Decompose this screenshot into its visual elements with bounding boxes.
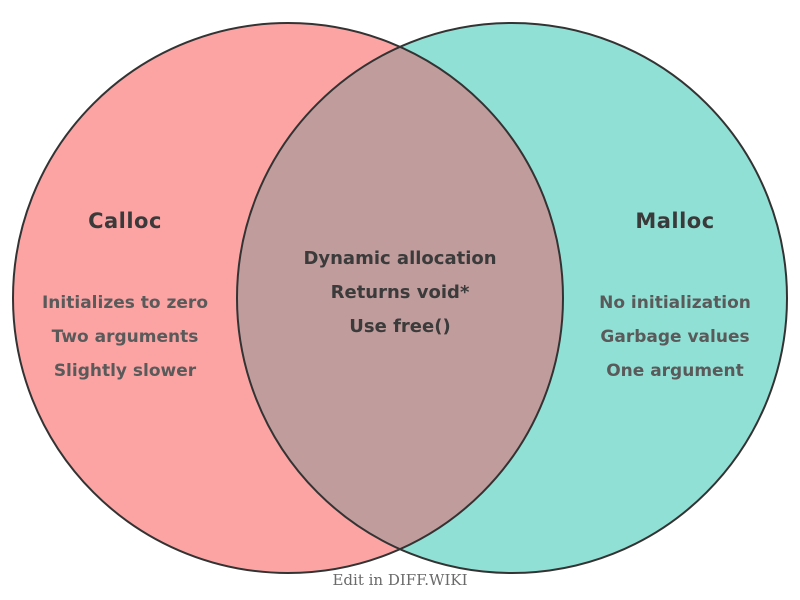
intersection-region	[237, 23, 563, 573]
calloc-circle-outline	[12, 22, 564, 574]
shared-item: Returns void*	[330, 282, 470, 303]
edit-in-diffwiki-link[interactable]: Edit in DIFF.WIKI	[332, 571, 468, 589]
malloc-title: Malloc	[635, 209, 715, 233]
malloc-item: No initialization	[599, 293, 751, 313]
calloc-item: Initializes to zero	[41, 293, 208, 313]
shared-item: Use free()	[349, 316, 451, 337]
calloc-item: Two arguments	[51, 327, 199, 347]
malloc-item: One argument	[606, 361, 744, 381]
shared-items: Dynamic allocation Returns void* Use fre…	[290, 242, 510, 344]
malloc-item: Garbage values	[600, 327, 750, 347]
malloc-circle-outline	[236, 22, 788, 574]
calloc-item: Slightly slower	[53, 361, 197, 381]
malloc-unique-items: No initialization Garbage values One arg…	[560, 286, 790, 388]
calloc-title: Calloc	[88, 209, 162, 233]
shared-item: Dynamic allocation	[303, 248, 497, 269]
calloc-unique-items: Initializes to zero Two arguments Slight…	[10, 286, 240, 388]
